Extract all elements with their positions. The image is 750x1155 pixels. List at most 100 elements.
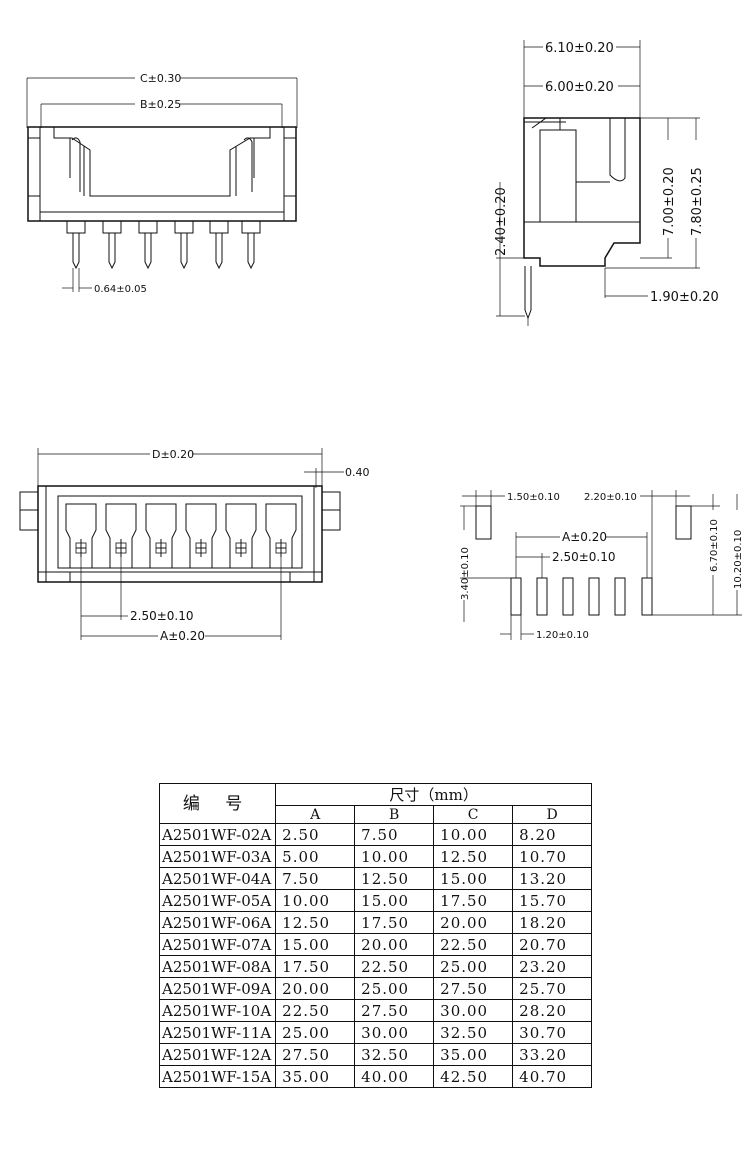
- front-view: C±0.30 B±0.25: [26, 72, 298, 295]
- part-code: A2501WF-07A: [158, 933, 277, 956]
- value-a: 35.00: [275, 1065, 356, 1088]
- dim-c-label: C±0.30: [140, 72, 181, 85]
- value-c: 17.50: [433, 889, 514, 912]
- dim-pin-width-label: 0.64±0.05: [94, 284, 147, 295]
- technical-drawing: C±0.30 B±0.25: [19, 40, 744, 643]
- part-code: A2501WF-10A: [158, 999, 277, 1022]
- value-b: 12.50: [354, 867, 435, 890]
- dim-190-label: 1.90±0.20: [650, 290, 719, 305]
- value-a: 7.50: [275, 867, 356, 890]
- value-b: 15.00: [354, 889, 435, 912]
- dim-pcb-a-label: A±0.20: [562, 530, 607, 544]
- value-d: 23.20: [512, 955, 593, 978]
- value-c: 15.00: [433, 867, 514, 890]
- value-d: 8.20: [512, 823, 593, 846]
- value-b: 20.00: [354, 933, 435, 956]
- value-b: 17.50: [354, 911, 435, 934]
- column-d-header: D: [512, 805, 593, 824]
- value-a: 5.00: [275, 845, 356, 868]
- value-c: 32.50: [433, 1021, 514, 1044]
- side-view: 6.10±0.20 6.00±0.20 7.00±0.20 7.80±0.25 …: [494, 40, 719, 326]
- dim-1020-label: 10.20±0.10: [733, 530, 744, 589]
- value-c: 22.50: [433, 933, 514, 956]
- value-a: 27.50: [275, 1043, 356, 1066]
- dim-240-label: 2.40±0.20: [494, 187, 509, 256]
- dim-pcb-pitch-label: 2.50±0.10: [552, 550, 616, 564]
- part-code: A2501WF-05A: [158, 889, 277, 912]
- value-a: 20.00: [275, 977, 356, 1000]
- value-a: 22.50: [275, 999, 356, 1022]
- value-d: 20.70: [512, 933, 593, 956]
- value-a: 12.50: [275, 911, 356, 934]
- value-b: 40.00: [354, 1065, 435, 1088]
- dim-670-label: 6.70±0.10: [709, 519, 720, 572]
- dim-120-label: 1.20±0.10: [536, 630, 589, 641]
- dim-600-label: 6.00±0.20: [545, 80, 614, 95]
- dim-top-a-label: A±0.20: [160, 629, 205, 643]
- column-b-header: B: [354, 805, 435, 824]
- code-header: 编 号: [158, 783, 277, 824]
- table-subheader-row: A B C D: [160, 805, 593, 824]
- column-a-header: A: [275, 805, 356, 824]
- value-a: 2.50: [275, 823, 356, 846]
- part-code: A2501WF-04A: [158, 867, 277, 890]
- value-c: 12.50: [433, 845, 514, 868]
- dim-220-label: 2.20±0.10: [584, 492, 637, 503]
- dim-d-label: D±0.20: [152, 448, 194, 461]
- dim-top-pitch-label: 2.50±0.10: [130, 609, 194, 623]
- front-pins: [66, 220, 261, 270]
- part-code: A2501WF-03A: [158, 845, 277, 868]
- value-d: 30.70: [512, 1021, 593, 1044]
- value-d: 25.70: [512, 977, 593, 1000]
- size-header: 尺寸（mm）: [275, 783, 593, 806]
- column-c-header: C: [433, 805, 514, 824]
- part-code: A2501WF-12A: [158, 1043, 277, 1066]
- value-b: 25.00: [354, 977, 435, 1000]
- value-c: 27.50: [433, 977, 514, 1000]
- value-b: 27.50: [354, 999, 435, 1022]
- value-a: 25.00: [275, 1021, 356, 1044]
- value-d: 13.20: [512, 867, 593, 890]
- value-c: 25.00: [433, 955, 514, 978]
- value-a: 17.50: [275, 955, 356, 978]
- dim-610-label: 6.10±0.20: [545, 41, 614, 56]
- top-contacts: [65, 503, 297, 569]
- top-view: D±0.20 0.40: [19, 448, 370, 643]
- dim-780-label: 7.80±0.25: [690, 167, 705, 236]
- value-a: 10.00: [275, 889, 356, 912]
- dim-340-label: 3.40±0.10: [460, 547, 471, 600]
- value-c: 10.00: [433, 823, 514, 846]
- dim-b-label: B±0.25: [140, 98, 181, 111]
- dim-040-label: 0.40: [345, 466, 370, 479]
- value-d: 15.70: [512, 889, 593, 912]
- value-c: 20.00: [433, 911, 514, 934]
- dim-700-label: 7.00±0.20: [662, 167, 677, 236]
- part-code: A2501WF-11A: [158, 1021, 277, 1044]
- value-b: 30.00: [354, 1021, 435, 1044]
- value-c: 42.50: [433, 1065, 514, 1088]
- part-code: A2501WF-02A: [158, 823, 277, 846]
- value-c: 30.00: [433, 999, 514, 1022]
- part-code: A2501WF-15A: [158, 1065, 277, 1088]
- value-b: 22.50: [354, 955, 435, 978]
- dim-150-label: 1.50±0.10: [507, 492, 560, 503]
- value-b: 10.00: [354, 845, 435, 868]
- part-code: A2501WF-09A: [158, 977, 277, 1000]
- part-code: A2501WF-06A: [158, 911, 277, 934]
- value-d: 18.20: [512, 911, 593, 934]
- value-a: 15.00: [275, 933, 356, 956]
- table-header-row: 编 号 尺寸（mm）: [158, 783, 593, 824]
